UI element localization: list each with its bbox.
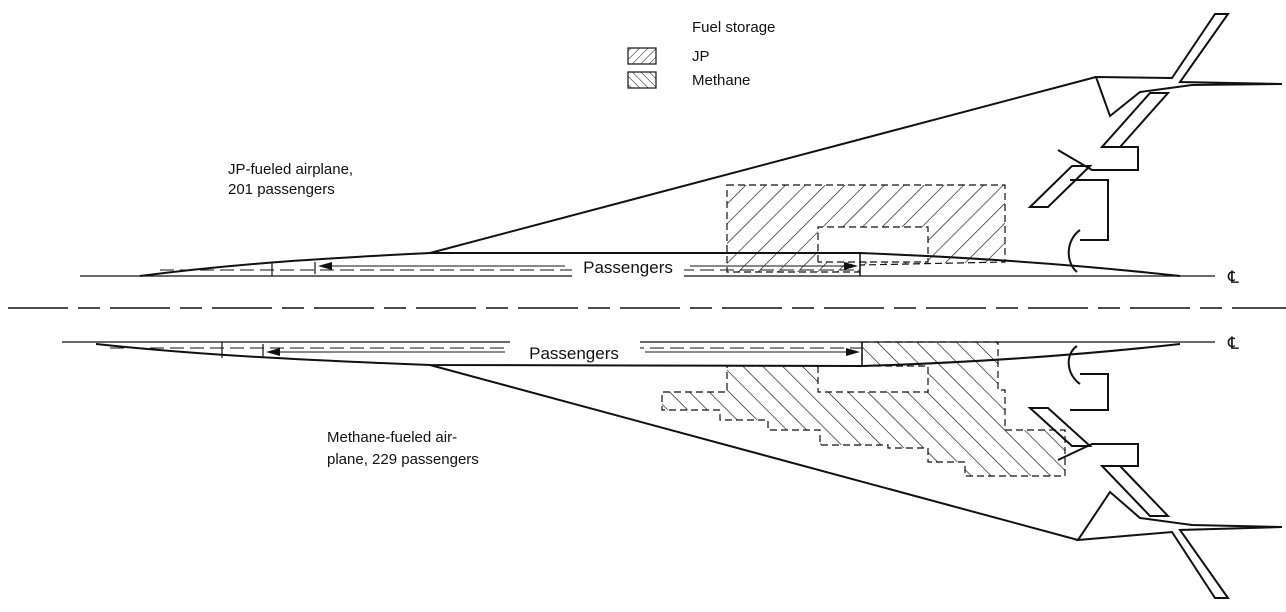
methane-inner-compartment — [817, 365, 929, 393]
legend-jp-swatch — [627, 47, 657, 65]
jp-inboard-curve — [1067, 229, 1081, 273]
jp-nacelle-2 — [1027, 165, 1093, 208]
legend-methane-label: Methane — [692, 72, 751, 89]
methane-wing-leading-edge — [429, 364, 1079, 541]
methane-airplane-label-line2: plane, 229 passengers — [327, 451, 479, 468]
methane-trailing-edge-2 — [1070, 373, 1109, 411]
jp-trailing-edge-1 — [1057, 146, 1139, 171]
methane-nacelle-1 — [1099, 465, 1171, 517]
jp-centerline-symbol: ℄ — [1227, 268, 1239, 287]
jp-tail-fin — [1094, 13, 1283, 118]
methane-passengers-bg — [510, 341, 640, 363]
methane-airplane-planform — [62, 341, 1283, 599]
jp-fuselage — [139, 252, 1181, 277]
methane-cabin-arrow-right-head — [846, 348, 860, 356]
jp-cabin-arrow-right-head — [844, 262, 858, 270]
jp-passengers-label: Passengers — [583, 258, 673, 277]
legend-title: Fuel storage — [692, 19, 776, 36]
methane-cabin-arrow-left-head — [266, 348, 280, 356]
methane-fuel-tank — [661, 341, 1066, 477]
jp-trailing-edge-2 — [1070, 179, 1109, 241]
methane-airplane-label-line1: Methane-fueled air- — [327, 429, 458, 446]
jp-airplane-planform — [80, 13, 1283, 277]
methane-passengers-label: Passengers — [529, 344, 619, 363]
methane-centerline-symbol: ℄ — [1227, 334, 1239, 353]
jp-nacelle-1 — [1099, 92, 1171, 148]
jp-wing-leading-edge — [429, 76, 1097, 254]
methane-trailing-edge-1 — [1057, 443, 1139, 467]
jp-passengers-bg — [572, 256, 684, 278]
legend-jp-label: JP — [692, 48, 710, 65]
jp-cabin-arrow-left-head — [318, 262, 332, 270]
jp-inner-compartment — [817, 226, 929, 263]
methane-tail-fin — [1076, 490, 1283, 599]
methane-nacelle-2 — [1027, 407, 1093, 447]
jp-airplane-label-line1: JP-fueled airplane, — [228, 161, 354, 178]
legend-methane-swatch — [627, 71, 657, 89]
jp-airplane-label-line2: 201 passengers — [228, 181, 335, 198]
methane-inboard-curve — [1067, 345, 1081, 385]
